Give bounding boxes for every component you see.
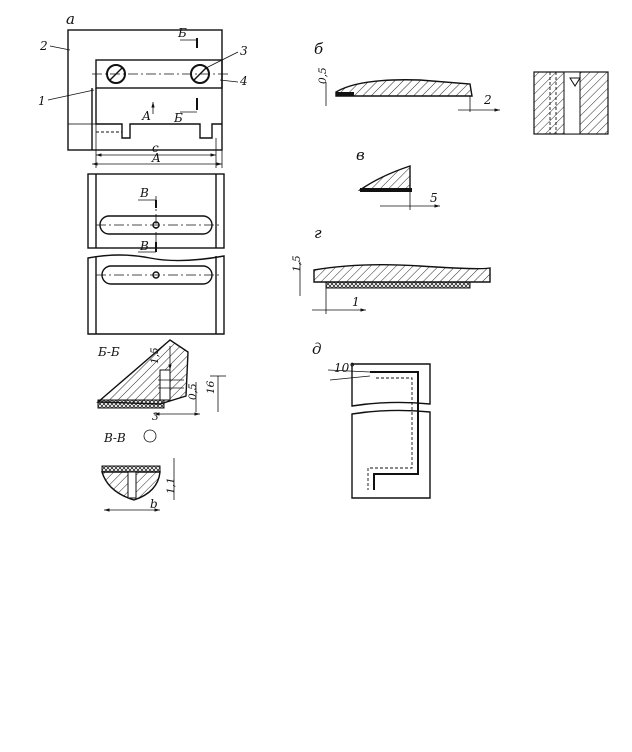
- dim-bb-16: 16: [205, 380, 217, 394]
- view-a-label: а: [66, 10, 75, 28]
- view-b: б 0,5 2: [314, 40, 500, 112]
- dim-b-05: 0,5: [317, 67, 329, 84]
- view-v-label: в: [356, 146, 365, 164]
- dim-d-10: 10°: [334, 361, 355, 375]
- dim-v-5: 5: [430, 191, 438, 205]
- dim-vv-b: b: [150, 497, 158, 511]
- dim-bb-05: 0,5: [187, 383, 199, 400]
- dim-g-15: 1,5: [291, 255, 303, 272]
- screw-left: [106, 64, 126, 84]
- dim-vv-11: 1,1: [165, 477, 177, 494]
- view-v: в 5: [356, 146, 440, 210]
- section-vv-title: В-В: [103, 431, 126, 445]
- screw-right: [190, 64, 210, 84]
- section-bb: Б-Б 1,5 0,5 16 3: [96, 339, 226, 423]
- section-vv: В-В 1,1 b: [101, 429, 177, 512]
- view-a: а Б Б А 2 3 4: [38, 10, 248, 168]
- plates-view: В В: [87, 173, 225, 335]
- section-v-bottom: В: [139, 239, 149, 253]
- view-g-label: г: [314, 224, 322, 242]
- section-v-top: В: [139, 186, 149, 200]
- callout-3: 3: [240, 44, 248, 58]
- dim-bb-15: 1,5: [149, 347, 161, 364]
- section-b-bottom: Б: [173, 111, 183, 125]
- plate-2: [67, 29, 223, 151]
- callout-4: 4: [239, 74, 248, 88]
- detail-right: [533, 71, 609, 135]
- arrow-a-label: А: [141, 109, 151, 123]
- lower-plate: [87, 254, 225, 335]
- callout-1: 1: [38, 94, 46, 108]
- callout-2: 2: [39, 39, 48, 53]
- dim-g-1: 1: [352, 295, 360, 309]
- dim-a: A: [151, 151, 161, 165]
- dim-c: c: [152, 141, 159, 155]
- section-bb-title: Б-Б: [97, 345, 120, 359]
- view-d-label: д: [312, 340, 322, 358]
- dim-b-2: 2: [483, 93, 492, 107]
- dim-bb-3: 3: [152, 411, 159, 423]
- section-b-top: Б: [177, 26, 187, 40]
- view-d: д 10°: [312, 340, 431, 499]
- view-g: г 1,5 1: [291, 224, 491, 314]
- view-b-label: б: [314, 40, 324, 58]
